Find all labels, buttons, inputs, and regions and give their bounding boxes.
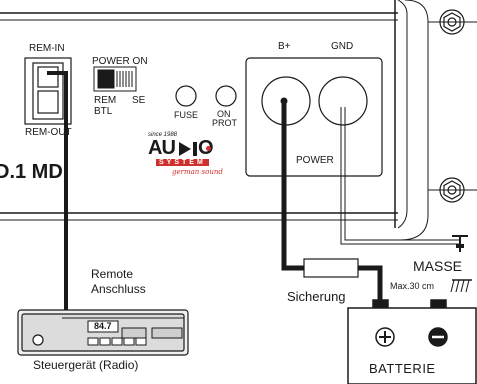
brand-i-bar bbox=[193, 142, 197, 156]
remote-label-line2: Anschluss bbox=[91, 282, 146, 296]
ground-cable bbox=[340, 107, 460, 245]
protect-led bbox=[215, 85, 237, 107]
radio-unit bbox=[17, 309, 189, 356]
radio-display: 84.7 bbox=[94, 321, 112, 331]
battery bbox=[347, 299, 477, 384]
masse-label: MASSE bbox=[413, 258, 463, 274]
fuse-led bbox=[175, 85, 197, 107]
fuse-led-label: FUSE bbox=[174, 110, 199, 120]
power-cable-start bbox=[280, 97, 288, 105]
rem-out-label: REM-OUT bbox=[25, 127, 72, 138]
earth-hatch bbox=[450, 279, 472, 293]
brand-o-dot bbox=[206, 146, 211, 151]
model-label: D.1 MD bbox=[0, 161, 63, 183]
brand-since: since 1988 bbox=[148, 132, 178, 138]
brand-logo: since 1988 AU O SYSTEM german sound bbox=[146, 132, 242, 178]
prot-led-label: PROT bbox=[212, 118, 238, 128]
remote-cable bbox=[47, 71, 68, 315]
rem-in-connector bbox=[24, 57, 72, 125]
radio-caption: Steuergerät (Radio) bbox=[33, 358, 139, 372]
brand-name-o: O bbox=[198, 138, 214, 158]
remote-label-line1: Remote bbox=[91, 267, 134, 281]
power-label: POWER bbox=[296, 155, 334, 166]
battery-label: BATTERIE bbox=[369, 361, 436, 376]
brand-arrow-icon bbox=[179, 142, 191, 156]
brand-system: SYSTEM bbox=[156, 159, 209, 166]
fuse-holder bbox=[303, 258, 359, 278]
hex-screw-bottom bbox=[439, 177, 465, 203]
gnd-label: GND bbox=[331, 41, 354, 52]
hex-screw-top bbox=[439, 9, 465, 35]
brand-name-au: AU bbox=[148, 137, 176, 159]
b-plus-label: B+ bbox=[278, 41, 291, 52]
max-distance-label: Max.30 cm bbox=[390, 281, 435, 291]
rem-in-label: REM-IN bbox=[29, 43, 65, 54]
switch-rem-label: REM bbox=[94, 95, 117, 106]
on-led-label: ON bbox=[217, 109, 231, 119]
ground-symbol bbox=[452, 235, 468, 252]
switch-btl-label: BTL bbox=[94, 106, 113, 117]
switch-se-label: SE bbox=[132, 95, 146, 106]
fuse-holder-label: Sicherung bbox=[287, 289, 346, 304]
power-switch bbox=[93, 66, 137, 92]
power-on-label: POWER ON bbox=[92, 56, 148, 67]
brand-tagline: german sound bbox=[172, 168, 223, 176]
